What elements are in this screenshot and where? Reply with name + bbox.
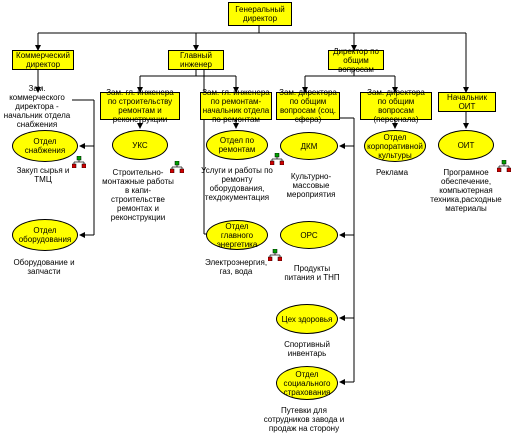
social-insurance-oval: Отдел социального страхования <box>276 366 338 400</box>
deputy-chief-repairs-box: Зам. гл. инженера по ремонтам-начальник … <box>200 88 272 124</box>
general-director-deputy-box: Директор по общим вопросам <box>328 47 384 74</box>
chief-power-dept-oval: Отдел главного энергетика <box>206 220 268 250</box>
hierarchy-icon <box>497 160 511 172</box>
supply-desc: Закуп сырья и ТМЦ <box>16 166 70 184</box>
equipment-dept-oval: Отдел оборудования <box>12 219 78 251</box>
uks-desc: Строительно-монтажные работы в капи-стро… <box>102 168 174 222</box>
repairs-desc: Услуги и работы по ремонту оборудования,… <box>201 166 273 202</box>
hierarchy-icon <box>268 249 282 261</box>
oit-desc: Програмное обеспечение, компьютерная тех… <box>430 168 502 213</box>
uks-oval: УКС <box>112 130 168 160</box>
repair-dept-oval: Отдел по ремонтам <box>206 130 268 160</box>
dkm-desc: Культурно-массовые мероприятия <box>286 172 336 199</box>
supply-dept-oval: Отдел снабжения <box>12 130 78 162</box>
ors-desc: Продукты питания и ТНП <box>284 264 340 282</box>
deputy-chief-construction-box: Зам. гл. инженера по строительству ремон… <box>100 88 180 124</box>
deputy-social-box: Зам. директора по общим вопросам (соц. с… <box>276 88 340 124</box>
equipment-desc: Оборудование и запчасти <box>13 258 75 276</box>
power-desc: Электроэнергия, газ, вода <box>204 258 268 276</box>
oit-oval: ОИТ <box>438 130 494 160</box>
hierarchy-icon <box>170 161 184 173</box>
sport-shop-oval: Цех здоровья <box>276 304 338 334</box>
ceo-box: Генеральный директор <box>228 2 292 26</box>
ors-oval: ОРС <box>280 221 338 249</box>
chief-engineer-box: Главный инженер <box>168 50 224 70</box>
commercial-director-box: Коммерческий директор <box>12 50 74 70</box>
head-oit-box: Начальник ОИТ <box>438 92 496 112</box>
hierarchy-icon <box>72 156 86 168</box>
sport-desc: Спортивный инвентарь <box>284 340 330 358</box>
insurance-desc: Путевки для сотрудников завода и продаж … <box>263 406 345 433</box>
dkm-oval: ДКМ <box>280 132 338 160</box>
deputy-personnel-box: Зам. директора по общим вопросам (персон… <box>360 88 432 124</box>
corp-culture-oval: Отдел корпоративной культуры <box>364 130 426 162</box>
deputy-commercial-box: Зам. коммерческого директора - начальник… <box>3 83 71 129</box>
culture-desc: Реклама <box>375 168 409 177</box>
hierarchy-icon <box>270 153 284 165</box>
